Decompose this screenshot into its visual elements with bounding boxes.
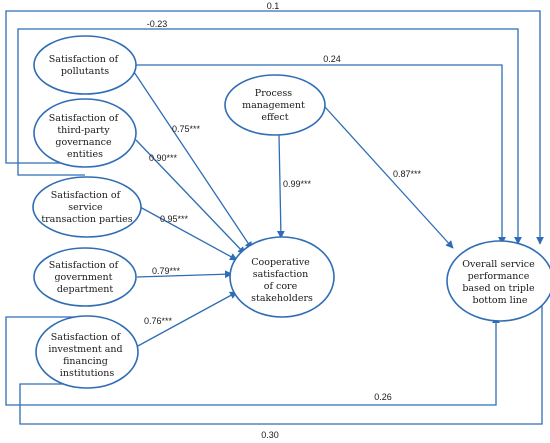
coef-transaction-overall: -0.23 bbox=[147, 19, 168, 29]
path-government-to-cooperative bbox=[136, 270, 233, 279]
node-overall bbox=[446, 240, 550, 322]
coef-transaction-cooperative: 0.95*** bbox=[160, 214, 189, 224]
label-third-party: Satisfaction of third-party governance e… bbox=[49, 113, 121, 160]
node-transaction bbox=[32, 176, 142, 238]
node-government bbox=[33, 247, 137, 307]
label-process: Process management effect bbox=[242, 88, 308, 123]
path-process-to-cooperative bbox=[276, 134, 285, 239]
coef-government-cooperative: 0.79*** bbox=[152, 266, 181, 276]
coef-government-overall: 0.26 bbox=[374, 392, 392, 402]
coef-process-cooperative: 0.99*** bbox=[283, 179, 312, 189]
coef-pollutants-cooperative: 0.75*** bbox=[172, 124, 201, 134]
path-pollutants-to-overall bbox=[136, 64, 506, 245]
node-investment bbox=[35, 315, 139, 389]
coef-investment-cooperative: 0.76*** bbox=[144, 316, 173, 326]
coef-process-overall: 0.87*** bbox=[393, 169, 422, 179]
label-cooperative: Cooperative satisfaction of core stakeho… bbox=[251, 257, 313, 304]
node-process bbox=[224, 74, 326, 136]
path-transaction-to-overall bbox=[17, 28, 522, 245]
label-investment: Satisfaction of investment and financing… bbox=[48, 332, 125, 379]
path-third-party-to-overall bbox=[5, 10, 544, 245]
path-pollutants-to-cooperative bbox=[133, 71, 253, 250]
coef-third-party-cooperative: 0.90*** bbox=[149, 153, 178, 163]
coef-pollutants-overall: 0.24 bbox=[323, 54, 341, 64]
path-investment-to-cooperative bbox=[135, 291, 238, 348]
coef-third-party-overall: 0.1 bbox=[267, 1, 280, 11]
label-government: Satisfaction of government department bbox=[49, 260, 121, 295]
label-overall: Overall service performance based on tri… bbox=[462, 259, 538, 306]
label-pollutants: Satisfaction of pollutants bbox=[49, 54, 121, 77]
path-process-to-overall bbox=[324, 106, 454, 249]
node-cooperative bbox=[229, 236, 335, 318]
path-investment-to-overall bbox=[19, 285, 546, 425]
path-third-party-to-cooperative bbox=[135, 139, 246, 255]
coef-investment-overall: 0.30 bbox=[261, 430, 279, 440]
path-government-to-overall bbox=[5, 315, 500, 406]
path-transaction-to-cooperative bbox=[139, 206, 238, 261]
node-third-party bbox=[33, 98, 137, 168]
node-pollutants bbox=[33, 35, 137, 95]
label-transaction: Satisfaction of service transaction part… bbox=[41, 190, 132, 225]
